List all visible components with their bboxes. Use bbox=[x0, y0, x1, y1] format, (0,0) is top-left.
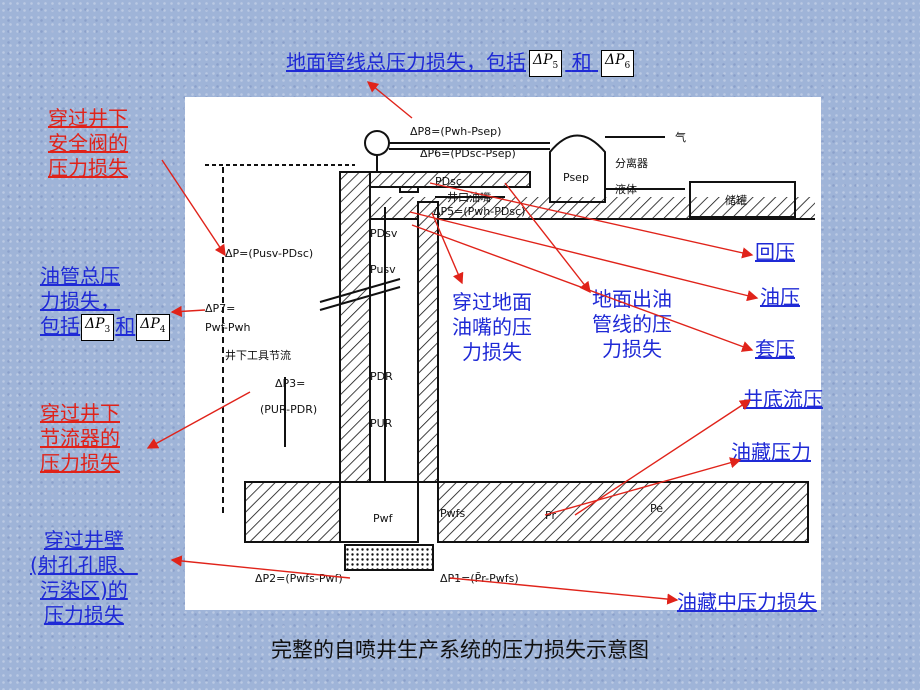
text-pusv: Pusv bbox=[370, 263, 396, 276]
text-dp5: ΔP5=(Pwh-PDsc) bbox=[433, 205, 525, 218]
text-dp3b: (PUR-PDR) bbox=[260, 403, 317, 416]
casing-wall-right bbox=[417, 201, 439, 483]
label-surface-line-loss-conj: 和 bbox=[571, 50, 592, 74]
reservoir-right bbox=[437, 481, 809, 543]
label-casing-pressure: 套压 bbox=[755, 337, 795, 361]
text-pe: Pe bbox=[650, 502, 663, 515]
label-safety-valve-loss: 穿过井下 安全阀的 压力损失 bbox=[48, 106, 128, 181]
text-dp1: ΔP1=(P̄r-Pwfs) bbox=[440, 572, 519, 585]
label-surface-choke-line1: 穿过地面 bbox=[452, 290, 532, 314]
label-tubing-conj: 和 bbox=[115, 314, 136, 338]
delta-p3-box: ΔP3 bbox=[81, 314, 115, 341]
casing-wall-left bbox=[339, 171, 371, 483]
text-pdsv: PDsv bbox=[370, 227, 398, 240]
delta-p3-symbol: ΔP bbox=[85, 316, 105, 333]
label-tubing-line1: 油管总压 bbox=[40, 264, 120, 288]
text-pwf: Pwf bbox=[373, 512, 394, 525]
label-surface-choke-line2: 油嘴的压 bbox=[452, 315, 532, 339]
text-separator: 分离器 bbox=[615, 156, 648, 170]
wellbore-reservoir-section bbox=[339, 481, 419, 543]
text-choke-label: 井口油嘴 bbox=[447, 190, 491, 204]
text-dp: ΔP=(Pusv-PDsc) bbox=[225, 247, 313, 260]
label-flowline-loss: 地面出油 管线的压 力损失 bbox=[592, 287, 672, 362]
label-surface-line-loss-text: 地面管线总压力损失，包括 bbox=[286, 50, 526, 74]
text-dp8: ΔP8=(Pwh-Psep) bbox=[410, 125, 501, 138]
text-dp7b: Pwf-Pwh bbox=[205, 321, 251, 334]
delta-p5-box: ΔP5 bbox=[529, 50, 563, 77]
safety-valve-bar2 bbox=[319, 286, 401, 311]
label-wellbore-loss: 穿过井壁 (射孔孔眼、 污染区)的 压力损失 bbox=[30, 528, 138, 628]
delta-p4-box: ΔP4 bbox=[136, 314, 170, 341]
perforation-zone bbox=[344, 544, 434, 571]
text-pur: PUR bbox=[370, 417, 393, 430]
label-safety-valve-line3: 压力损失 bbox=[48, 156, 128, 180]
label-flowline-line3: 力损失 bbox=[602, 337, 662, 361]
label-tubing-line2: 力损失， bbox=[40, 289, 120, 313]
label-downhole-choke-line1: 穿过井下 bbox=[40, 401, 120, 425]
label-downhole-choke-line3: 压力损失 bbox=[40, 451, 120, 475]
delta-p6-box: ΔP6 bbox=[600, 50, 635, 77]
label-wellbore-line1: 穿过井壁 bbox=[43, 528, 124, 552]
label-wellbore-line2: (射孔孔眼、 bbox=[30, 553, 138, 577]
delta-p5-subscript: 5 bbox=[552, 60, 559, 71]
separator-body bbox=[549, 134, 606, 203]
label-surface-choke-loss: 穿过地面 油嘴的压 力损失 bbox=[452, 290, 532, 365]
text-dp6: ΔP6=(PDsc-Psep) bbox=[420, 147, 516, 160]
figure-caption: 完整的自喷井生产系统的压力损失示意图 bbox=[271, 638, 649, 662]
text-dp7: ΔP7= bbox=[205, 302, 235, 315]
label-bottomhole-flowing-pressure: 井底流压 bbox=[743, 387, 823, 411]
text-tank: 储罐 bbox=[725, 193, 747, 207]
text-pr: Pr bbox=[545, 509, 556, 522]
text-psep: Psep bbox=[563, 171, 589, 184]
label-safety-valve-line2: 安全阀的 bbox=[48, 131, 128, 155]
text-pdsc: PDsc bbox=[435, 175, 462, 188]
text-pwfs: Pwfs bbox=[440, 507, 466, 520]
label-flowline-line2: 管线的压 bbox=[592, 312, 672, 336]
label-safety-valve-line1: 穿过井下 bbox=[48, 106, 128, 130]
label-tubing-pressure: 油压 bbox=[760, 285, 800, 309]
label-wellbore-line3: 污染区)的 bbox=[40, 578, 128, 602]
text-choke-tool: 井下工具节流 bbox=[225, 348, 291, 362]
reservoir-left bbox=[244, 481, 341, 543]
delta-p6-subscript: 6 bbox=[624, 60, 631, 71]
label-reservoir-loss: 油藏中压力损失 bbox=[677, 590, 817, 614]
label-downhole-choke-line2: 节流器的 bbox=[40, 426, 120, 450]
wellhead-valve-circle bbox=[364, 130, 390, 156]
label-reservoir-pressure: 油藏压力 bbox=[731, 440, 811, 464]
delta-p4-symbol: ΔP bbox=[140, 316, 160, 333]
label-back-pressure: 回压 bbox=[755, 240, 795, 264]
text-pdr: PDR bbox=[370, 370, 393, 383]
text-gas: 气 bbox=[675, 130, 686, 144]
delta-p5-symbol: ΔP bbox=[533, 52, 553, 69]
label-surface-choke-line3: 力损失 bbox=[462, 340, 522, 364]
text-liquid: 液体 bbox=[615, 182, 637, 196]
label-downhole-choke-loss: 穿过井下 节流器的 压力损失 bbox=[40, 401, 120, 476]
delta-p3-subscript: 3 bbox=[104, 324, 111, 335]
delta-p6-symbol: ΔP bbox=[604, 52, 625, 69]
label-wellbore-line4: 压力损失 bbox=[43, 603, 124, 627]
delta-p4-subscript: 4 bbox=[159, 324, 166, 335]
label-flowline-line1: 地面出油 bbox=[592, 287, 672, 311]
text-dp2: ΔP2=(Pwfs-Pwf) bbox=[255, 572, 343, 585]
safety-valve-bar1 bbox=[319, 278, 401, 303]
label-tubing-line3-text: 包括 bbox=[40, 314, 80, 338]
text-dp3: ΔP3= bbox=[275, 377, 305, 390]
